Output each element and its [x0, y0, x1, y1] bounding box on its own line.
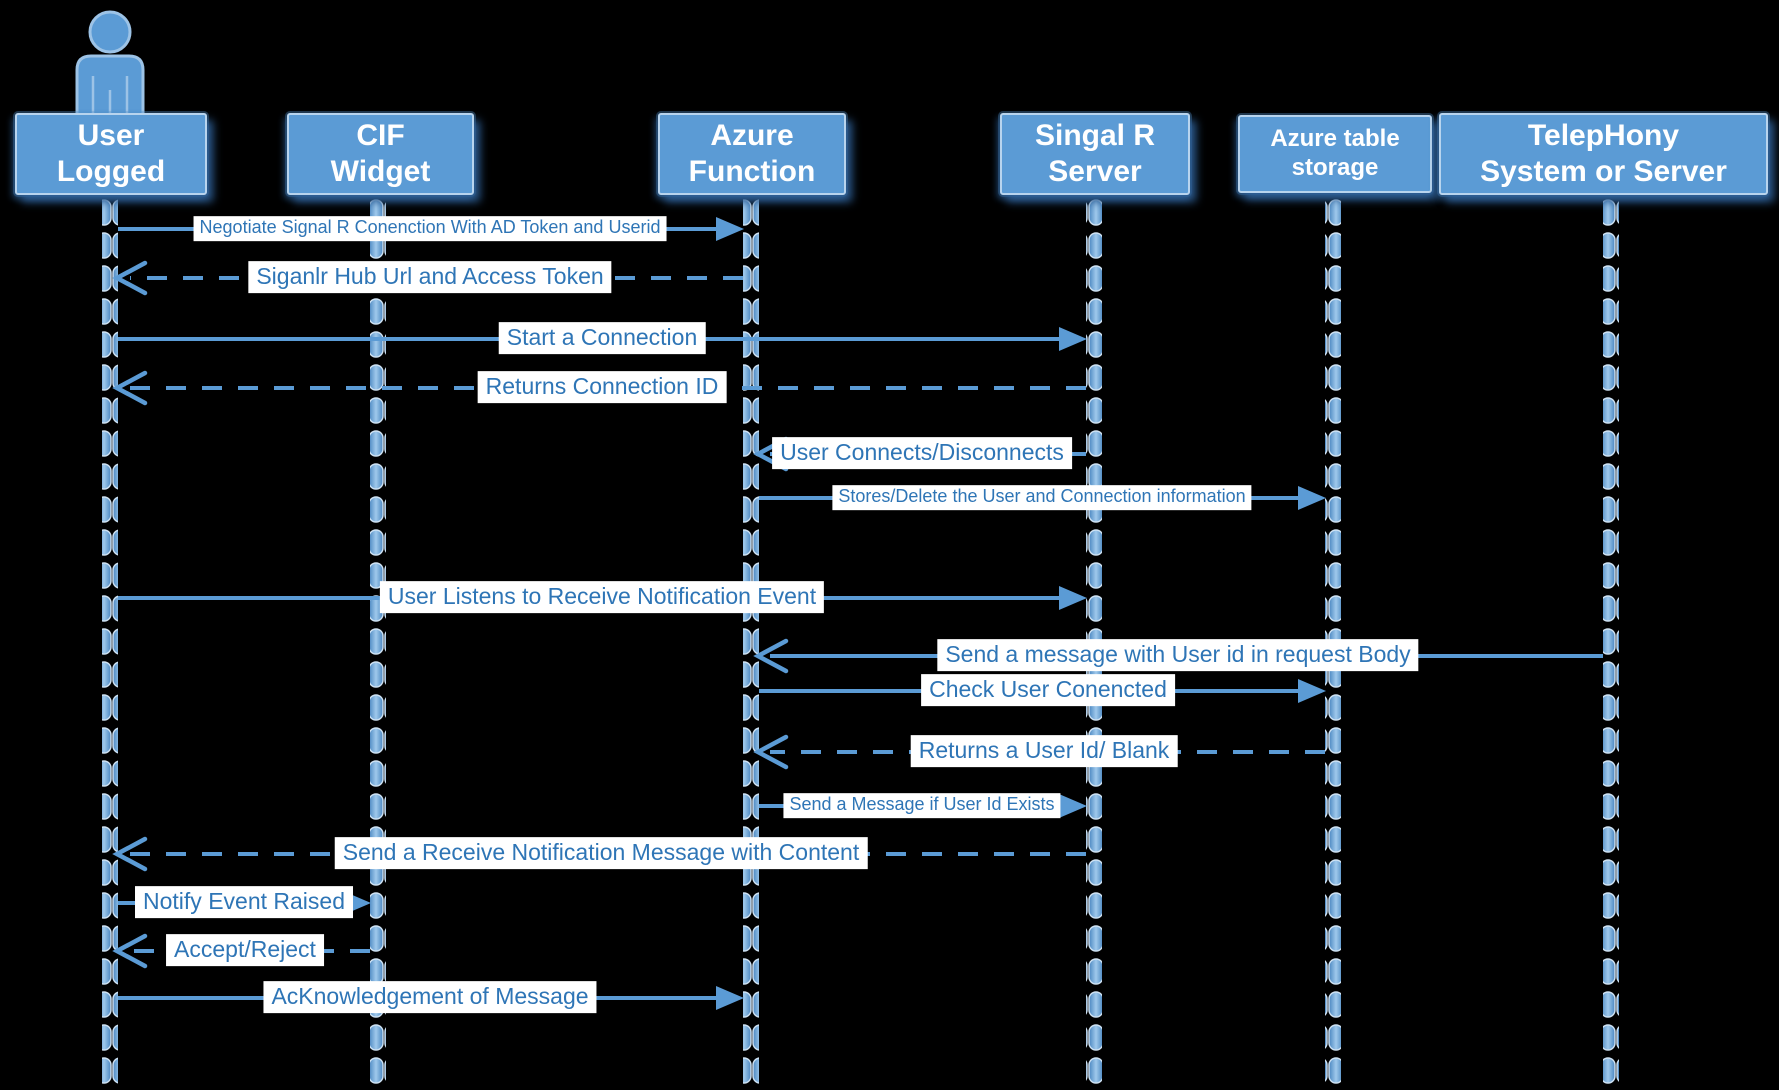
message-label-15: AcKnowledgement of Message: [263, 981, 597, 1014]
arrowhead-12: [112, 836, 148, 872]
actor-box-cif-widget: CIF Widget: [287, 113, 474, 195]
message-label-12: Send a Receive Notification Message with…: [334, 837, 868, 870]
lifeline-telephony: [1603, 190, 1619, 1085]
arrowhead-8: [753, 638, 789, 674]
message-label-2: Siganlr Hub Url and Access Token: [248, 261, 612, 294]
message-label-9: Check User Conencted: [921, 674, 1175, 707]
person-icon: [75, 10, 145, 118]
message-label-13: Notify Event Raised: [135, 886, 353, 919]
arrowhead-11: [1059, 794, 1087, 818]
actor-box-user-logged: User Logged: [15, 113, 207, 195]
lifeline-user-logged: [102, 190, 118, 1085]
message-label-1: Negotiate Signal R Conenction With AD To…: [193, 216, 667, 241]
message-label-11: Send a Message if User Id Exists: [783, 793, 1061, 818]
message-label-5: User Connects/Disconnects: [772, 437, 1072, 470]
message-label-14: Accept/Reject: [166, 934, 324, 967]
lifeline-cif-widget: [370, 190, 386, 1085]
arrowhead-9: [1298, 679, 1326, 703]
arrowhead-3: [1059, 327, 1087, 351]
arrowhead-6: [1298, 486, 1326, 510]
arrowhead-7: [1059, 586, 1087, 610]
arrowhead-4: [112, 370, 148, 406]
actor-box-azure-table-storage: Azure table storage: [1238, 115, 1432, 193]
arrowhead-15: [716, 986, 744, 1010]
arrowhead-10: [753, 734, 789, 770]
message-label-3: Start a Connection: [498, 322, 706, 355]
message-label-4: Returns Connection ID: [477, 371, 727, 404]
lifeline-azure-table-storage: [1325, 190, 1341, 1085]
actor-box-signalr-server: Singal R Server: [1000, 113, 1190, 195]
lifeline-azure-function: [743, 190, 759, 1085]
actor-box-azure-function: Azure Function: [658, 113, 846, 195]
lifeline-signalr-server: [1086, 190, 1102, 1085]
arrowhead-14: [112, 933, 148, 969]
arrowhead-1: [716, 217, 744, 241]
message-label-8: Send a message with User id in request B…: [937, 639, 1419, 672]
message-label-10: Returns a User Id/ Blank: [910, 735, 1178, 768]
arrowhead-2: [112, 260, 148, 296]
actor-box-telephony: TelepHony System or Server: [1439, 113, 1768, 195]
message-label-7: User Listens to Receive Notification Eve…: [379, 581, 825, 614]
message-label-6: Stores/Delete the User and Connection in…: [832, 485, 1252, 510]
